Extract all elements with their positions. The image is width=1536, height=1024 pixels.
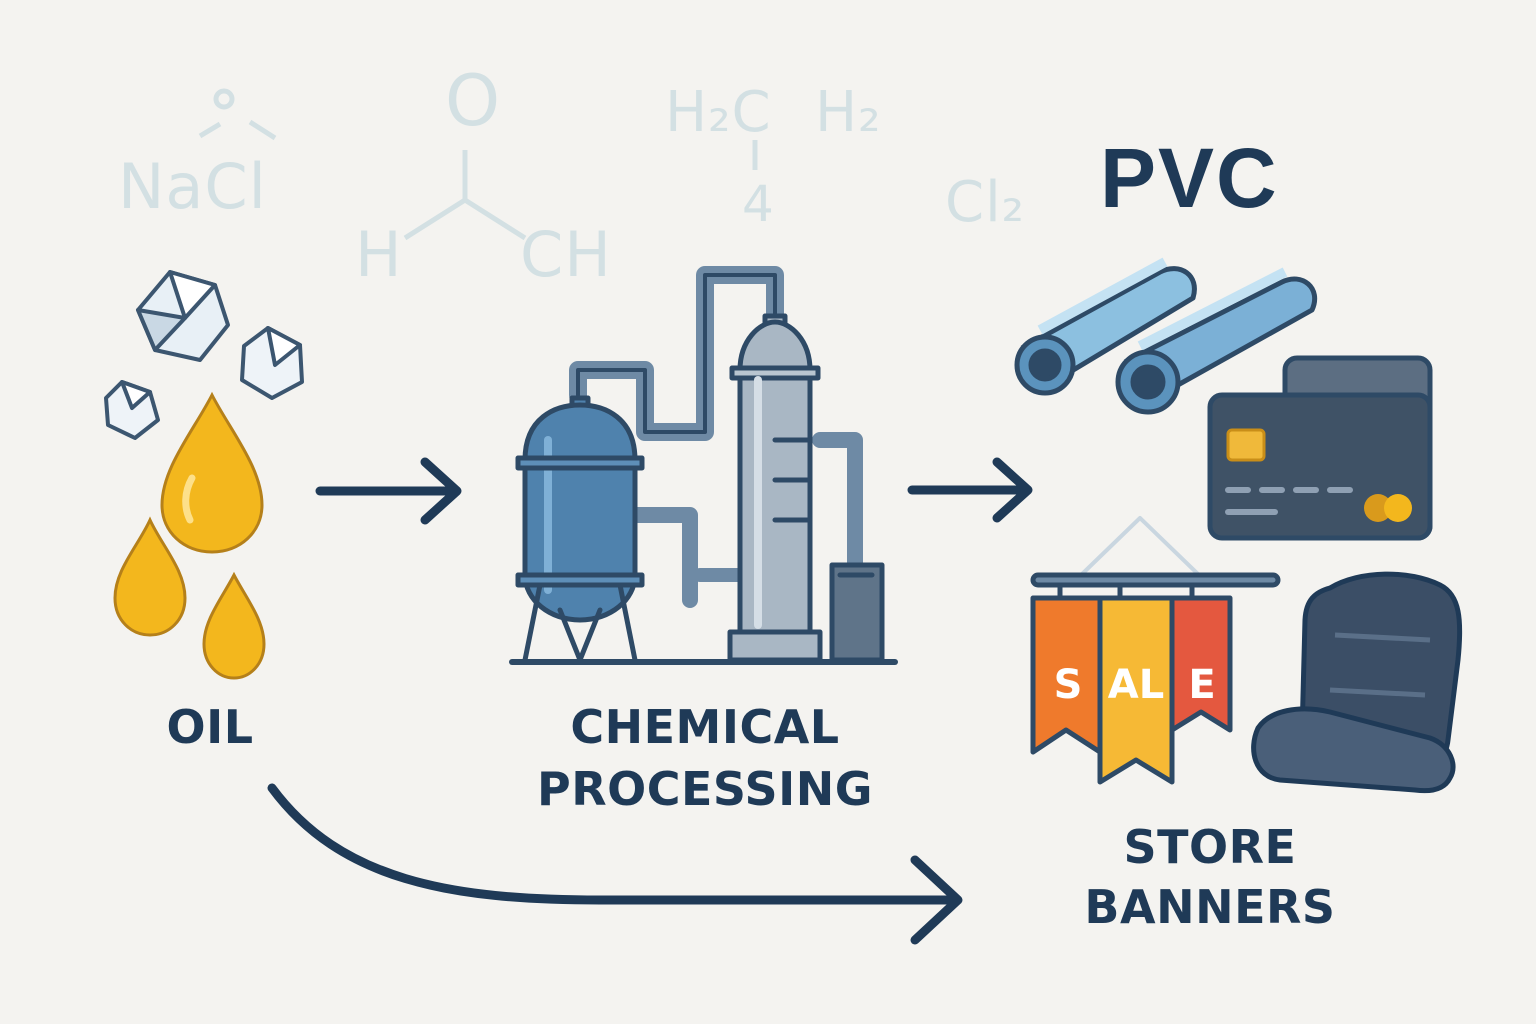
sale-letter-e: E — [1188, 662, 1216, 708]
oil-drop-icon — [113, 391, 266, 680]
salt-crystal-icon — [104, 270, 304, 440]
arrow-icon — [267, 783, 963, 945]
arrow-icon — [315, 457, 462, 525]
formula-h2c: H₂C — [665, 80, 772, 145]
formula-nacl: NaCl — [118, 150, 267, 223]
refinery-icon — [509, 266, 898, 665]
pvc-pipe-icon — [1014, 257, 1318, 415]
car-seat-icon — [1251, 571, 1463, 794]
arrow-icon — [907, 457, 1033, 523]
pvc-title: PVC — [1100, 131, 1279, 225]
formula-four: 4 — [742, 175, 775, 233]
sale-letter-s: S — [1053, 662, 1083, 708]
sale-letter-al: AL — [1107, 662, 1165, 708]
store-banners-label-line2: BANNERS — [1084, 880, 1336, 934]
chemical-processing-label-line2: PROCESSING — [537, 762, 873, 816]
oil-label: OIL — [166, 700, 254, 754]
formula-ch: CH — [520, 218, 612, 291]
molecule-lines — [198, 88, 758, 241]
formula-h2: H₂ — [815, 80, 882, 145]
store-banners-label-line1: STORE — [1123, 820, 1297, 874]
formula-o: O — [445, 60, 502, 142]
chemical-processing-label-line1: CHEMICAL — [570, 700, 840, 754]
formula-cl2: Cl₂ — [945, 170, 1026, 235]
sale-banner-icon — [1030, 516, 1281, 785]
formula-h: H — [355, 218, 403, 291]
credit-card-icon — [1207, 355, 1433, 541]
